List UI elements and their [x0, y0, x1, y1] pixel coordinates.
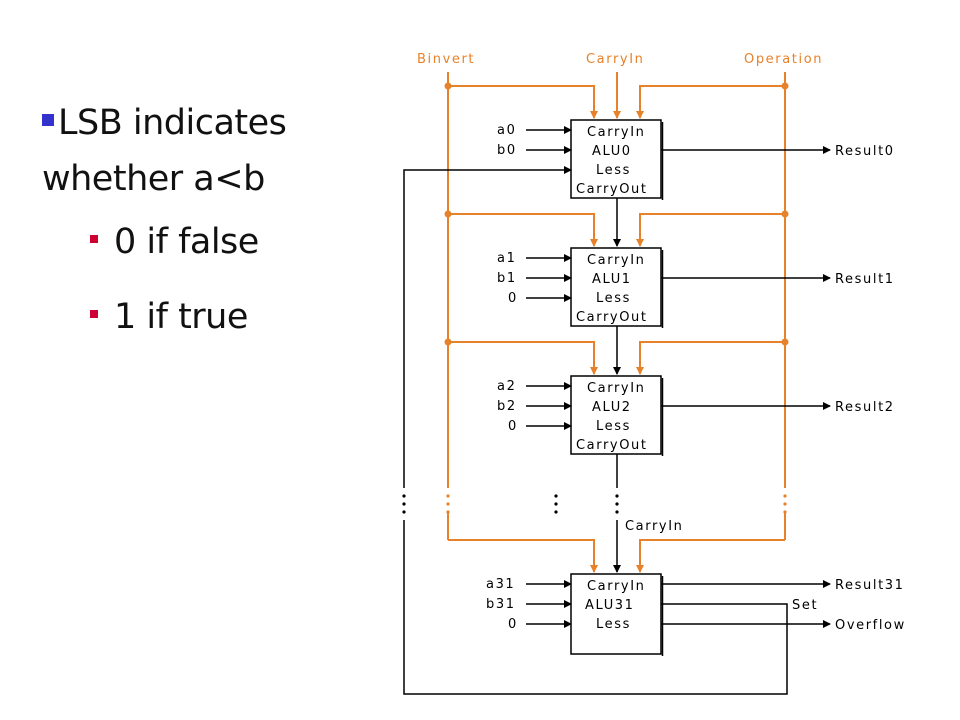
- alu31-ports: CarryIn ALU31 Less: [585, 579, 645, 632]
- alu2-port-name: ALU2: [592, 400, 632, 415]
- alu2-port-less: Less: [596, 419, 631, 434]
- output-overflow: Overflow: [835, 618, 906, 633]
- output-result2: Result2: [835, 400, 895, 415]
- sub-bullet-square-icon: [90, 310, 98, 318]
- main-bullet: LSB indicates whether a<b: [42, 95, 372, 207]
- input-a1: a1: [497, 251, 516, 266]
- sub-bullet-true-text: 1 if true: [114, 297, 248, 337]
- alu1-port-name: ALU1: [592, 272, 632, 287]
- input-less2: 0: [508, 419, 518, 434]
- alu31-port-name: ALU31: [585, 598, 635, 613]
- input-a2: a2: [497, 379, 516, 394]
- set-feedback-wire: [403, 166, 788, 695]
- alu2-ports: CarryIn ALU2 Less CarryOut: [576, 381, 648, 453]
- output-set: Set: [792, 598, 818, 613]
- alu0-box: [570, 119, 664, 200]
- input-less1: 0: [508, 291, 518, 306]
- label-carryin-top: CarryIn: [586, 52, 644, 67]
- alu31-port-less: Less: [596, 617, 631, 632]
- main-bullet-line1: LSB indicates: [58, 103, 287, 143]
- alu0-port-carryout: CarryOut: [576, 182, 648, 197]
- output-result0: Result0: [835, 144, 895, 159]
- output-wires: [661, 146, 831, 628]
- sub-bullet-false-text: 0 if false: [114, 222, 259, 262]
- control-ellipsis: [446, 494, 787, 514]
- alu1-ports: CarryIn ALU1 Less CarryOut: [576, 253, 648, 325]
- input-labels: a0 b0 a1 b1 0 a2 b2 0 a31 b31 0: [486, 123, 518, 632]
- input-less31: 0: [508, 617, 518, 632]
- sub-bullet-square-icon: [90, 235, 98, 243]
- output-result31: Result31: [835, 578, 905, 593]
- alu2-port-carryin: CarryIn: [587, 381, 645, 396]
- input-b1: b1: [497, 271, 517, 286]
- output-labels: Result0 Result1 Result2 Result31 Set Ove…: [792, 144, 906, 633]
- input-b0: b0: [497, 143, 517, 158]
- alu1-port-less: Less: [596, 291, 631, 306]
- input-a31: a31: [486, 577, 515, 592]
- alu0-ports: CarryIn ALU0 Less CarryOut: [576, 125, 648, 197]
- control-junction-dots: [444, 82, 789, 346]
- alu1-port-carryout: CarryOut: [576, 310, 648, 325]
- carry-label: CarryIn: [625, 519, 683, 534]
- output-result1: Result1: [835, 272, 895, 287]
- sub-bullet-true: 1 if true: [90, 297, 248, 337]
- alu0-port-less: Less: [596, 163, 631, 178]
- alu2-box: [570, 375, 664, 456]
- input-b31: b31: [486, 597, 516, 612]
- alu1-port-carryin: CarryIn: [587, 253, 645, 268]
- alu31-port-carryin: CarryIn: [587, 579, 645, 594]
- main-bullet-line2: whether a<b: [42, 159, 265, 199]
- wire-ellipsis: [402, 494, 619, 514]
- alu2-port-carryout: CarryOut: [576, 438, 648, 453]
- input-a0: a0: [497, 123, 516, 138]
- alu0-port-carryin: CarryIn: [587, 125, 645, 140]
- sub-bullet-false: 0 if false: [90, 222, 259, 262]
- label-binvert: Binvert: [417, 52, 475, 67]
- alu0-port-name: ALU0: [592, 144, 632, 159]
- bullet-square-icon: [42, 114, 54, 126]
- alu31-box: [570, 573, 664, 656]
- bullet-list: LSB indicates whether a<b: [42, 95, 372, 207]
- input-b2: b2: [497, 399, 517, 414]
- input-wires: [526, 126, 572, 628]
- alu1-box: [570, 247, 664, 328]
- label-operation: Operation: [744, 52, 823, 67]
- control-lines: [447, 72, 786, 573]
